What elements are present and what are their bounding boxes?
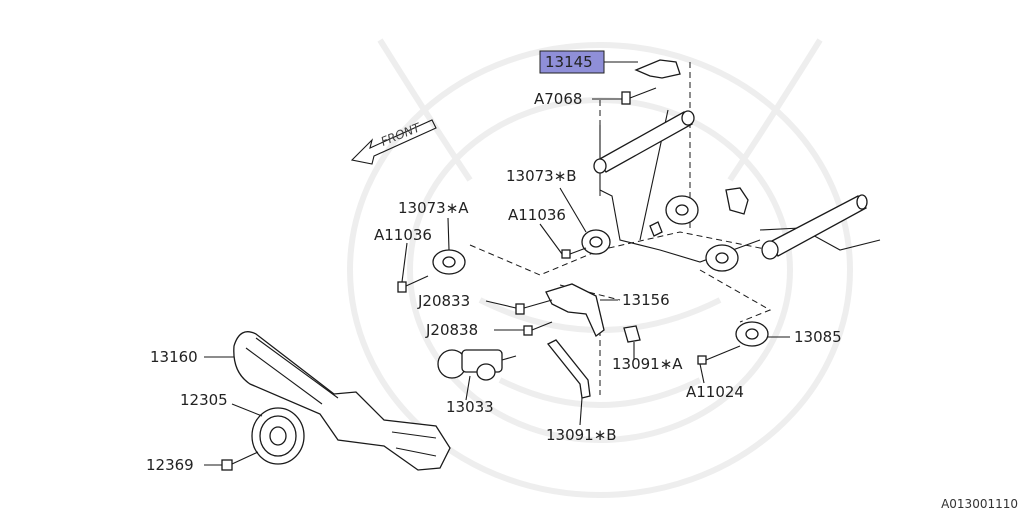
belt-guide-13091a bbox=[623, 325, 641, 343]
label-13033: 13033 bbox=[446, 398, 494, 416]
belt-guide-13091b bbox=[546, 339, 591, 399]
assembly-guide-lines bbox=[469, 62, 772, 395]
label-13091a: 13091∗A bbox=[612, 355, 683, 373]
bolt-j20833 bbox=[515, 299, 553, 315]
label-13160: 13160 bbox=[150, 348, 198, 366]
diagram-code: A013001110 bbox=[941, 497, 1018, 511]
idler-pulley-13073b bbox=[581, 229, 611, 255]
front-label: FRONT bbox=[379, 120, 424, 149]
label-13156: 13156 bbox=[622, 291, 670, 309]
camshaft-right bbox=[761, 194, 868, 260]
bolt-a11036-upper bbox=[561, 247, 587, 259]
bolt-a7068 bbox=[621, 87, 657, 105]
label-13145: 13145 bbox=[545, 53, 593, 71]
label-13085: 13085 bbox=[794, 328, 842, 346]
label-13091b: 13091∗B bbox=[546, 426, 617, 444]
crank-pulley-12305 bbox=[251, 407, 305, 465]
label-a11024: A11024 bbox=[686, 383, 744, 401]
bolt-12369 bbox=[221, 451, 259, 471]
front-direction-arrow: FRONT bbox=[350, 119, 437, 165]
label-13073b: 13073∗B bbox=[506, 167, 577, 185]
tensioner-bracket-13156 bbox=[545, 283, 605, 338]
clip-parts bbox=[649, 187, 749, 237]
label-12305: 12305 bbox=[180, 391, 228, 409]
label-a7068: A7068 bbox=[534, 90, 582, 108]
camshaft-left bbox=[593, 110, 695, 174]
label-j20833: J20833 bbox=[417, 292, 470, 310]
leader-lines bbox=[204, 61, 790, 466]
label-j20838: J20838 bbox=[425, 321, 478, 339]
bolt-a11024 bbox=[697, 345, 741, 365]
label-13073a: 13073∗A bbox=[398, 199, 469, 217]
label-12369: 12369 bbox=[146, 456, 194, 474]
idler-pulley-13073a bbox=[432, 249, 466, 275]
idler-13085 bbox=[735, 321, 769, 347]
timing-belt-cover-part bbox=[634, 59, 681, 79]
cam-sprocket-left bbox=[665, 195, 699, 225]
label-a11036-left: A11036 bbox=[374, 226, 432, 244]
tensioner-13033 bbox=[437, 349, 517, 381]
timing-belt-13160 bbox=[233, 331, 451, 471]
engine-block-outline bbox=[599, 109, 881, 263]
cam-sprocket-right bbox=[705, 244, 739, 272]
label-a11036-upper: A11036 bbox=[508, 206, 566, 224]
